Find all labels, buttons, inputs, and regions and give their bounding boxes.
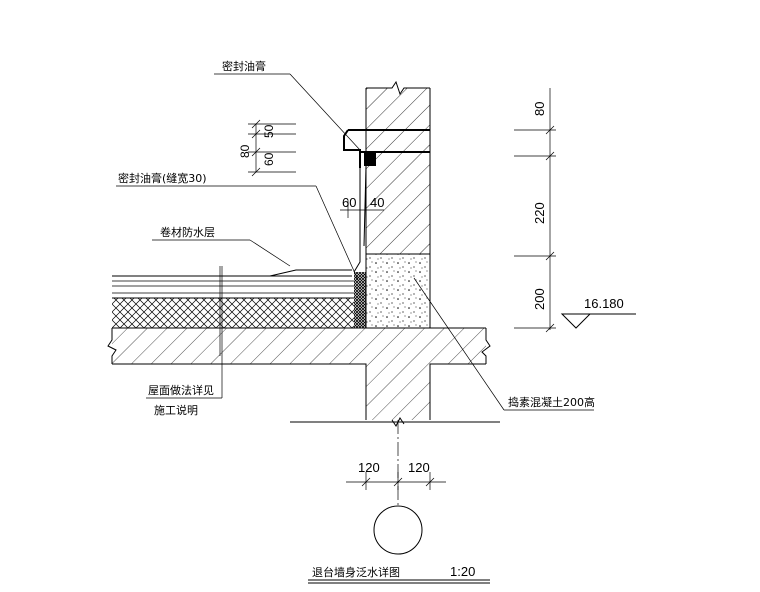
dim-80-left: 80 (238, 144, 252, 158)
label-sealant-gap: 密封油膏(缝宽30) (118, 171, 207, 185)
leader-sealant-top: 密封油膏 (214, 59, 361, 151)
label-sealant-top: 密封油膏 (222, 59, 266, 73)
dim-60-flash: 60 (342, 195, 356, 210)
axis-bubble (373, 505, 423, 555)
left-dimension: 80 50 60 (238, 119, 296, 177)
dim-120-right: 120 (408, 460, 430, 475)
title-scale: 1:20 (450, 564, 475, 579)
flashing-strip (343, 129, 376, 273)
label-roof-note-2: 施工说明 (154, 403, 198, 417)
elevation-mark: 16.180 (560, 296, 636, 329)
label-membrane: 卷材防水层 (160, 225, 215, 239)
leader-membrane: 卷材防水层 (152, 225, 352, 277)
bottom-dimension: 120 120 (346, 460, 446, 490)
leader-sealant-gap: 密封油膏(缝宽30) (116, 171, 359, 281)
dim-80-right: 80 (532, 102, 547, 116)
leader-roof-note: 屋面做法详见 施工说明 (146, 356, 223, 417)
dim-120-left: 120 (358, 460, 380, 475)
flashing-dimension: 60 40 (340, 195, 384, 218)
dim-40-flash: 40 (370, 195, 384, 210)
leader-concrete: 捣素混凝土200高 (413, 277, 595, 411)
elevation-value: 16.180 (584, 296, 624, 311)
dim-50-left: 50 (262, 124, 276, 138)
slab-and-column (107, 327, 500, 427)
dim-60-left: 60 (262, 152, 276, 166)
label-concrete: 捣素混凝土200高 (508, 395, 595, 409)
sealant-gap (354, 272, 366, 328)
label-roof-note-1: 屋面做法详见 (148, 383, 214, 397)
right-dimension: 80 220 200 (514, 88, 556, 333)
dim-220-right: 220 (532, 202, 547, 224)
title-text: 退台墙身泛水详图 (312, 565, 400, 579)
concrete-kerb (365, 253, 431, 329)
drawing-title: 退台墙身泛水详图 1:20 (308, 564, 490, 584)
upper-wall (348, 80, 431, 254)
dim-200-right: 200 (532, 288, 547, 310)
